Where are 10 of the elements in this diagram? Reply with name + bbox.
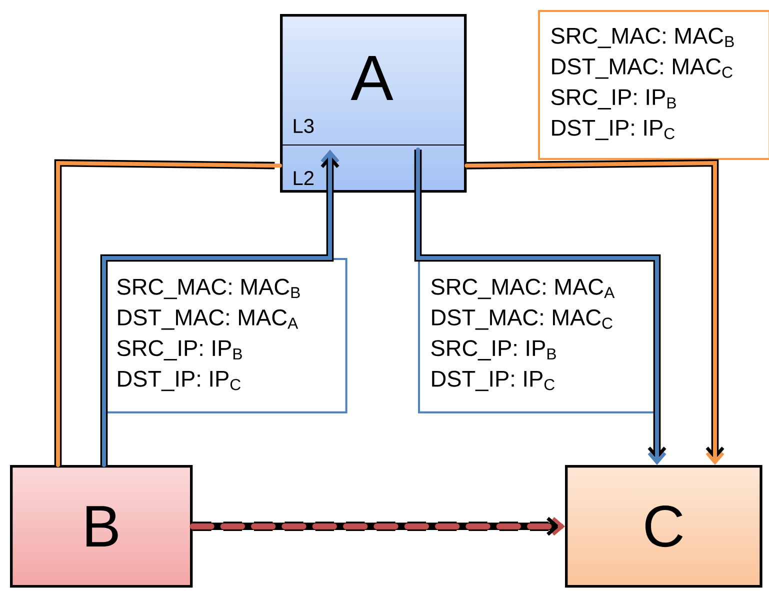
host-box: B [10, 465, 193, 588]
host-box: C [565, 465, 762, 588]
arrow [464, 159, 724, 465]
header-box: SRC_MAC: MAC$_{B}$ DST_MAC: MAC$_{C}$ SRC_IP: IP$_{B}$ DST_IP: IP$_{C}$ [538, 10, 769, 160]
router-box: A L3 L2 [280, 14, 467, 193]
arrow [414, 148, 666, 465]
header-box: SRC_MAC: MAC$_{B}$ DST_MAC: MAC$_{A}$ SRC_IP: IP$_{B}$ DST_IP: IP$_{C}$ [104, 258, 348, 414]
arrow [100, 150, 340, 467]
header-box: SRC_MAC: MAC$_{A}$ DST_MAC: MAC$_{C}$ SRC_IP: IP$_{B}$ DST_IP: IP$_{C}$ [418, 258, 659, 414]
arrow [190, 517, 565, 536]
